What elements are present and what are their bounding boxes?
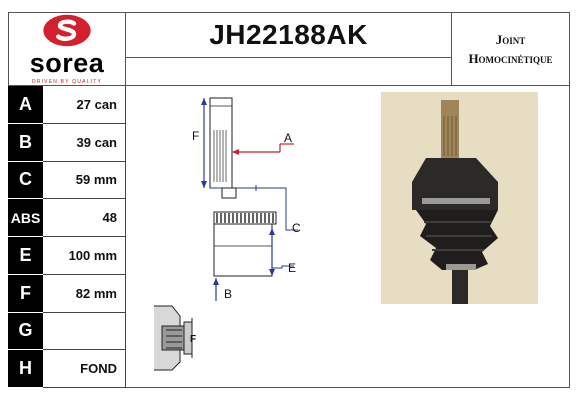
spec-row-c: C 59 mm xyxy=(8,161,126,200)
spec-row-e: E 100 mm xyxy=(8,237,126,275)
dimension-e-leader xyxy=(272,265,294,269)
spec-row-h: H FOND xyxy=(8,350,126,388)
part-type-cell: Joint Homocinétique xyxy=(452,12,570,86)
reference-subcell xyxy=(126,58,452,86)
photo-shaft-splines xyxy=(443,116,457,156)
label-f: F xyxy=(192,129,199,143)
spec-value: 100 mm xyxy=(43,237,126,275)
brand-name: sorea xyxy=(29,48,105,78)
brand-logo-cell: sorea DRIVEN BY QUALITY xyxy=(8,12,126,86)
spec-row-abs: ABS 48 xyxy=(8,199,126,237)
dimension-c-leader xyxy=(256,187,298,231)
spec-value: 48 xyxy=(43,199,126,237)
label-a: A xyxy=(284,131,292,145)
label-b: B xyxy=(224,287,232,301)
arrow-a-head xyxy=(232,149,239,155)
spec-key: A xyxy=(8,86,43,124)
photo-clamp-bottom xyxy=(446,264,476,270)
diagram-area xyxy=(126,86,570,388)
mini-label-f: F xyxy=(190,334,196,345)
collar-neck xyxy=(221,187,237,199)
label-c: C xyxy=(292,221,301,235)
spec-key: F xyxy=(8,274,43,313)
part-type-line2: Homocinétique xyxy=(468,51,553,66)
spec-value: 82 mm xyxy=(43,274,126,313)
shaft-splines xyxy=(213,130,227,182)
dimension-e-arrow-top xyxy=(269,228,275,235)
spec-key: B xyxy=(8,123,43,162)
shaft-outline xyxy=(209,97,233,189)
photo-boot-folds xyxy=(424,221,492,251)
photo-boot xyxy=(416,210,498,270)
brand-tagline: DRIVEN BY QUALITY xyxy=(31,79,103,85)
spec-value: 39 can xyxy=(43,123,126,162)
photo-joint-housing xyxy=(412,158,498,210)
spec-value: FOND xyxy=(43,350,126,388)
mini-section-diagram: F xyxy=(154,305,196,371)
spec-row-b: B 39 can xyxy=(8,123,126,162)
spec-value: 27 can xyxy=(43,86,126,124)
spec-row-f: F 82 mm xyxy=(8,274,126,313)
photo-shaft xyxy=(441,100,459,158)
spec-key: C xyxy=(8,161,43,200)
technical-drawing: F A xyxy=(154,92,538,371)
joint-bell xyxy=(213,224,273,277)
part-type-line1: Joint xyxy=(495,32,526,47)
spec-value xyxy=(43,312,126,351)
dimension-f-arrow-top xyxy=(201,98,207,105)
spec-row-a: A 27 can xyxy=(8,86,126,124)
abs-ring-teeth xyxy=(216,213,274,223)
part-reference: JH22188AK xyxy=(209,19,368,50)
photo-axle xyxy=(452,270,468,304)
spec-key: ABS xyxy=(8,199,43,237)
reference-cell: JH22188AK xyxy=(126,12,452,58)
label-e: E xyxy=(288,261,296,275)
photo-clamp-top xyxy=(422,198,490,204)
sorea-logo-icon xyxy=(43,14,91,47)
spec-key: H xyxy=(8,350,43,388)
spec-row-g: G xyxy=(8,312,126,351)
dimension-f-arrow-bottom xyxy=(201,181,207,188)
spec-value: 59 mm xyxy=(43,161,126,200)
spec-key: G xyxy=(8,312,43,351)
dimension-b-arrow xyxy=(213,278,219,285)
spec-key: E xyxy=(8,237,43,275)
dimension-e-arrow-bottom xyxy=(269,269,275,276)
logo-s-mark xyxy=(56,19,77,41)
cv-joint-photo xyxy=(381,92,538,304)
